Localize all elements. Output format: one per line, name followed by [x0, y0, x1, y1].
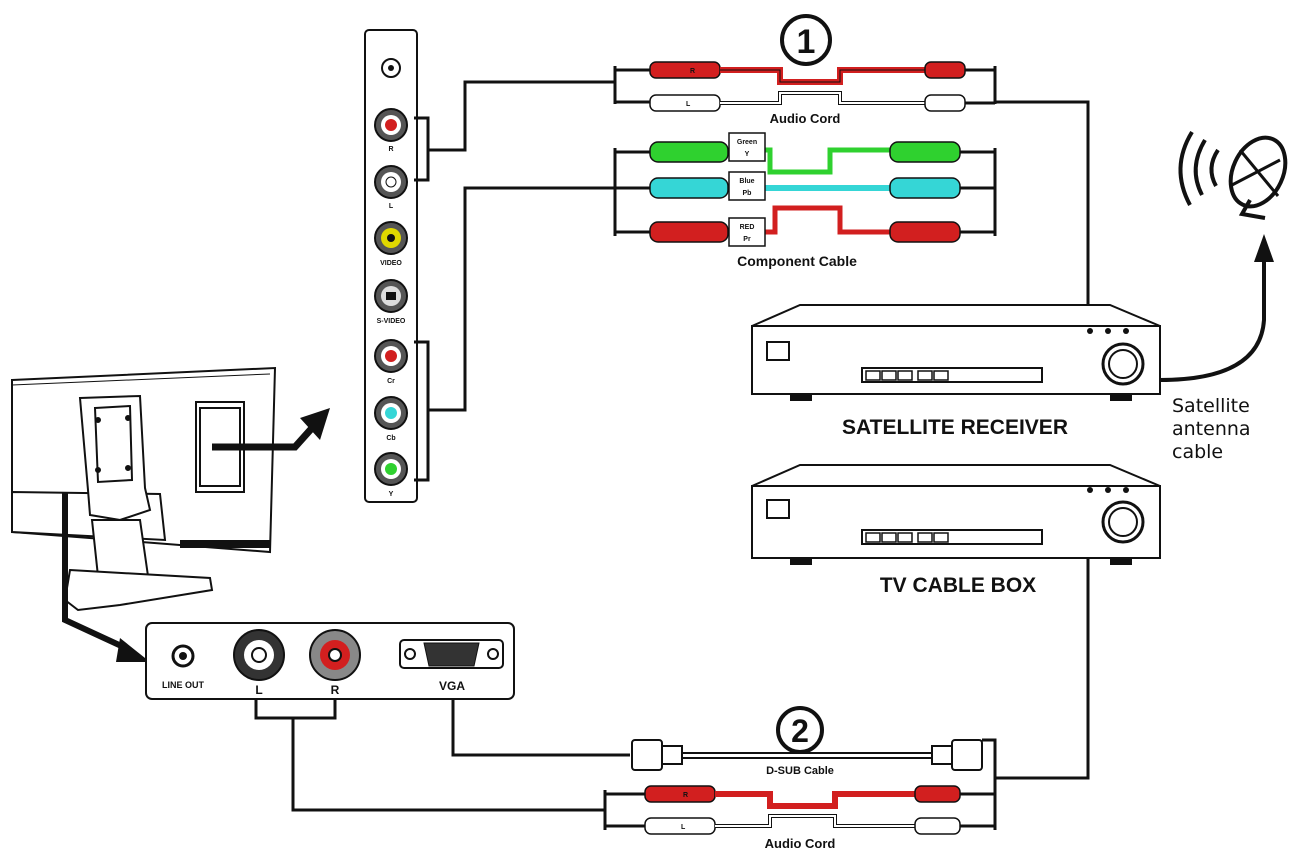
panel-label-r: R — [388, 146, 393, 153]
step-1-number: 1 — [797, 23, 816, 61]
bottom-label-l: L — [255, 683, 262, 697]
component-cable-label: Component Cable — [737, 253, 857, 269]
green-tag-line1: Green — [737, 139, 757, 146]
receiver-wires — [995, 100, 1090, 305]
tv-cable-box-label: TV CABLE BOX — [880, 574, 1036, 597]
antenna-cable-line3: cable — [1172, 441, 1223, 463]
audio-cord-bottom: R L Audio Cord — [603, 738, 997, 851]
antenna-jack — [381, 58, 401, 78]
arrow-to-bottom-panel — [62, 492, 150, 662]
panel-label-l: L — [389, 203, 394, 210]
bottom-audio-r-jack: R — [309, 629, 361, 697]
antenna-cable: Satellite antenna cable — [1159, 234, 1274, 463]
vga-port: VGA — [399, 639, 504, 693]
cb-jack: Cb — [374, 396, 408, 442]
red-tag-line1: RED — [740, 224, 755, 231]
panel-label-video: VIDEO — [380, 260, 402, 267]
green-tag-line2: Y — [745, 151, 750, 158]
step-2-number: 2 — [791, 713, 809, 749]
bottom-audio-l-jack: L — [233, 629, 285, 697]
panel-label-cr: Cr — [387, 378, 395, 385]
arrow-to-side-panel — [212, 408, 330, 451]
panel-label-y: Y — [389, 491, 394, 498]
audio-l-jack: L — [374, 165, 408, 210]
svideo-jack: S-VIDEO — [374, 279, 408, 325]
plug-letter-l: L — [686, 101, 691, 108]
audio-cord-top-label: Audio Cord — [770, 111, 841, 126]
dsub-cable-label: D-SUB Cable — [766, 765, 834, 777]
step-2-badge: 2 — [776, 706, 824, 754]
cr-jack: Cr — [374, 339, 408, 385]
vga-label: VGA — [439, 679, 465, 693]
antenna-cable-line1: Satellite — [1172, 395, 1250, 417]
panel-wires — [414, 80, 615, 482]
plug-letter-r: R — [690, 68, 695, 75]
line-out-label: LINE OUT — [162, 680, 205, 690]
panel-label-cb: Cb — [386, 435, 395, 442]
audio-cord-bottom-label: Audio Cord — [765, 836, 836, 851]
dsub-cable: D-SUB Cable — [631, 739, 983, 777]
bottom-panel-wires — [254, 700, 630, 812]
y-jack: Y — [374, 452, 408, 498]
monitor-rear-view — [11, 366, 277, 612]
bottom-jack-panel: LINE OUT L R VGA — [145, 622, 515, 700]
audio-r-jack: R — [374, 108, 408, 153]
cable-box-wire — [995, 558, 1090, 780]
satellite-receiver: SATELLITE RECEIVER — [751, 304, 1161, 439]
tv-cable-box: TV CABLE BOX — [751, 464, 1161, 597]
plug-letter-r-bottom: R — [683, 792, 688, 799]
side-jack-panel: R L VIDEO S-VIDEO Cr — [364, 29, 418, 503]
satellite-receiver-label: SATELLITE RECEIVER — [842, 416, 1068, 439]
panel-label-svideo: S-VIDEO — [377, 318, 406, 325]
step-1-badge: 1 — [780, 14, 832, 66]
antenna-cable-line2: antenna — [1172, 418, 1251, 440]
red-tag-line2: Pr — [743, 236, 751, 243]
blue-tag-line1: Blue — [739, 178, 754, 185]
video-jack: VIDEO — [374, 221, 408, 267]
line-out-jack: LINE OUT — [162, 644, 205, 690]
blue-tag-line2: Pb — [743, 190, 752, 197]
component-cable: Green Y Blue Pb RED Pr Component Cable — [613, 132, 997, 269]
plug-letter-l-bottom: L — [681, 824, 686, 831]
satellite-dish-icon — [1178, 130, 1288, 220]
bottom-label-r: R — [331, 683, 340, 697]
audio-cord-top: R L Audio Cord — [613, 61, 997, 126]
